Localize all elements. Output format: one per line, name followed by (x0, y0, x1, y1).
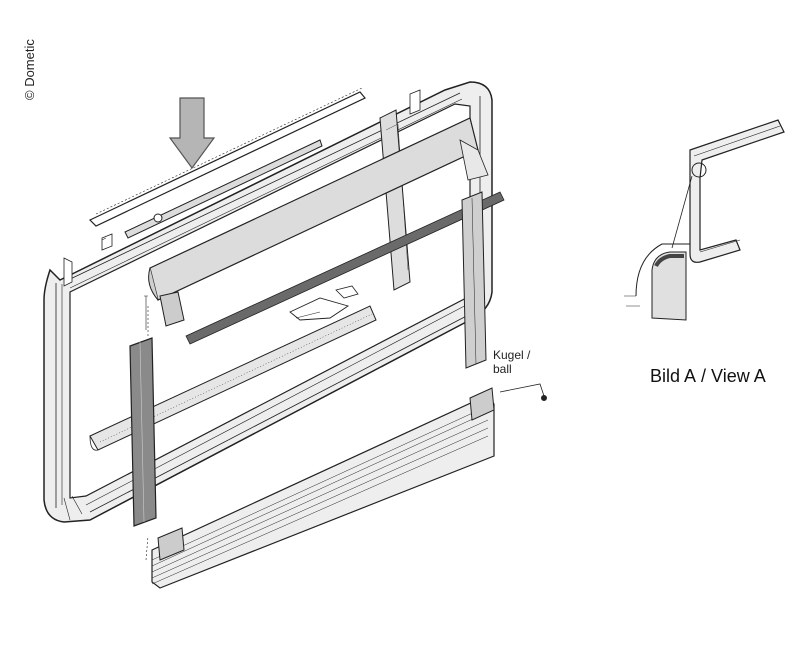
side-guide-rail-left (129, 306, 157, 527)
pleated-blind (89, 305, 377, 451)
ball-callout-line-2: ball (493, 362, 512, 376)
view-a-label-de: Bild A (650, 366, 697, 386)
down-arrow-icon (168, 97, 216, 170)
ball-callout-label: Kugel / ball (493, 348, 530, 376)
mounting-clip (289, 285, 359, 321)
side-guide-rail-right (461, 191, 487, 369)
ball-callout-leader (499, 383, 547, 401)
view-a-label-separator: / (696, 366, 712, 386)
fly-screen-roll (148, 117, 505, 345)
detail-view-a (624, 119, 785, 321)
top-cover-strip (88, 87, 366, 251)
bottom-cassette (145, 387, 495, 589)
view-a-label-en: View A (711, 366, 766, 386)
copyright-label: © Dometic (22, 39, 37, 100)
dimension-marker (144, 295, 148, 330)
view-a-label: Bild A / View A (650, 366, 766, 387)
ball-callout-line-1: Kugel / (493, 348, 531, 362)
